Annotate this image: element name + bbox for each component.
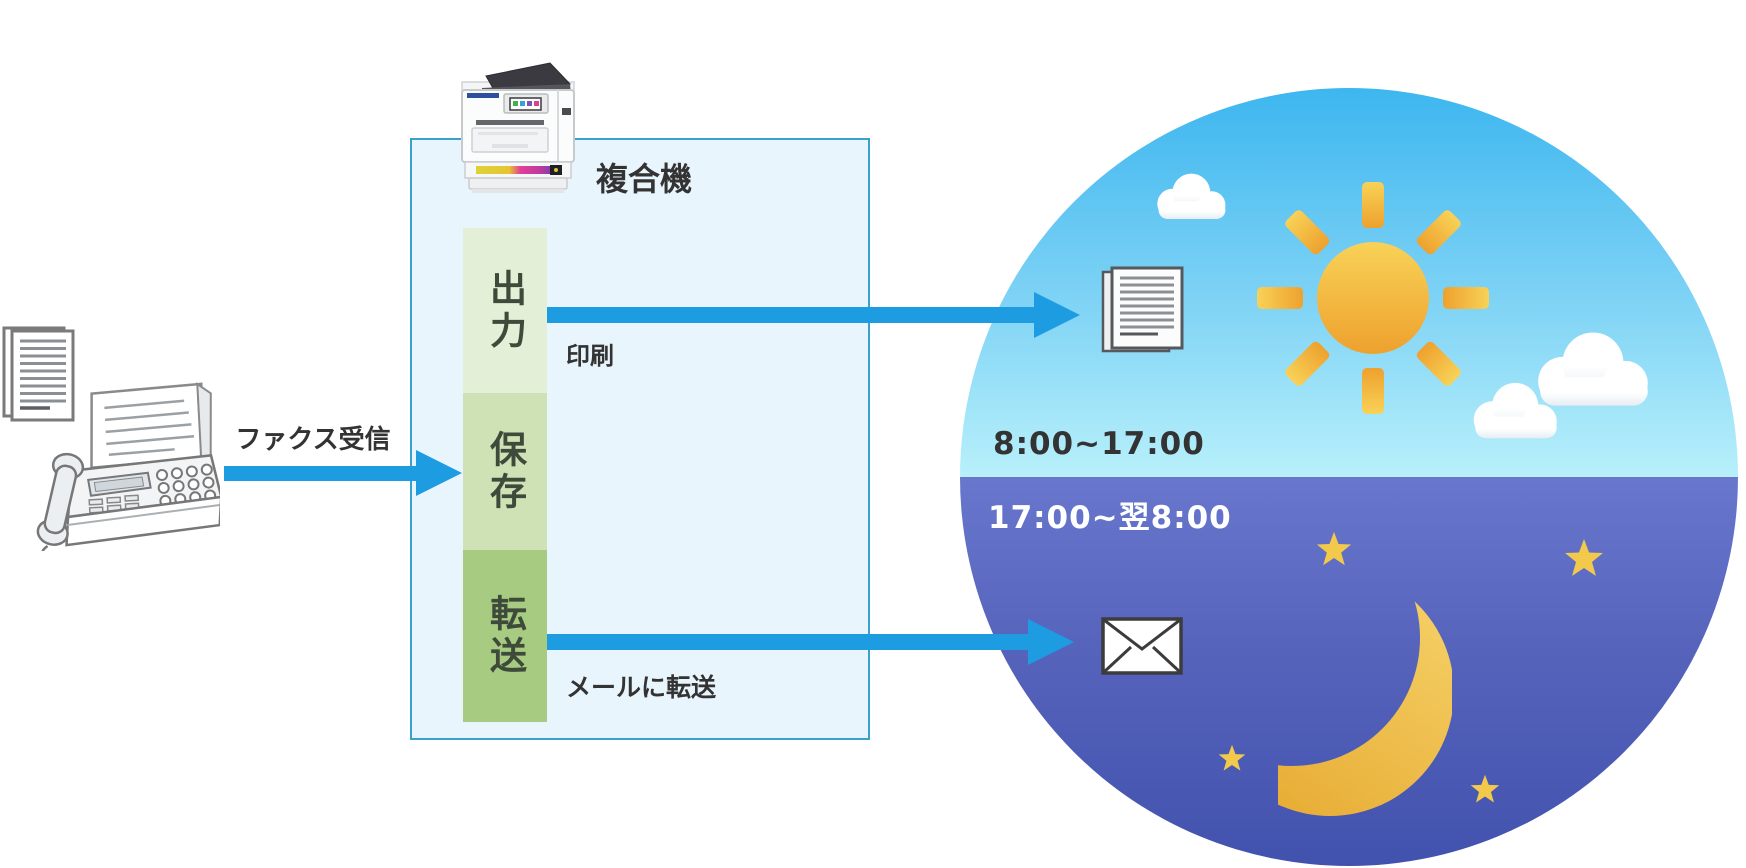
print-arrow-head (1034, 292, 1080, 338)
crescent-moon-icon (1278, 568, 1452, 816)
cloud-icon (1473, 382, 1557, 439)
forward-action-label: メールに転送 (566, 673, 717, 702)
segment-save-label: 保存 (483, 429, 527, 514)
cloud-icon (1538, 332, 1648, 406)
day-night-circle: 8:00~17:00 17:00~翌8:00 (960, 88, 1738, 866)
fax-receive-arrow-head (416, 450, 462, 496)
sun-icon (1257, 182, 1489, 414)
star-icon (1470, 774, 1500, 803)
document-stack-icon (2, 326, 75, 422)
cloud-icon (1157, 173, 1226, 219)
star-icon (1316, 531, 1352, 566)
segment-save: 保存 (463, 393, 547, 550)
fax-receive-arrow (224, 466, 416, 481)
envelope-icon (1101, 617, 1183, 675)
segment-forward: 転送 (463, 550, 547, 722)
print-arrow (547, 307, 1036, 323)
document-icon (1101, 266, 1184, 353)
forward-arrow-head (1028, 619, 1074, 665)
mfp-box-title: 複合機 (596, 160, 693, 198)
star-icon (1218, 744, 1246, 771)
print-action-label: 印刷 (566, 342, 614, 370)
daytime-range-label: 8:00~17:00 (993, 426, 1205, 462)
star-icon (1565, 539, 1603, 576)
multifunction-printer-icon (461, 62, 575, 193)
fax-machine-icon (36, 382, 220, 551)
forward-arrow (547, 634, 1030, 650)
segment-output: 出力 (463, 228, 547, 393)
segment-forward-label: 転送 (483, 594, 527, 678)
nighttime-range-label: 17:00~翌8:00 (988, 500, 1232, 536)
fax-receive-label: ファクス受信 (235, 425, 391, 455)
segment-output-label: 出力 (483, 268, 527, 353)
